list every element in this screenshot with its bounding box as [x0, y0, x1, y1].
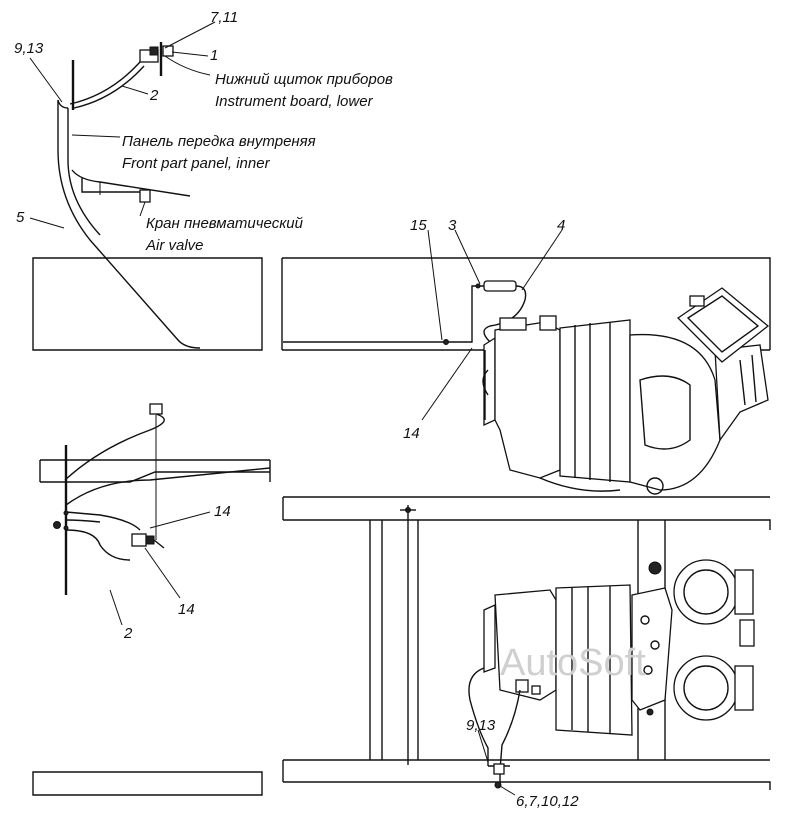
label-air-valve-ru: Кран пневматический	[146, 215, 304, 232]
callouts: 7,11 9,13 1 2 5 15 3 4 14 14 14 2 9,13 6…	[14, 9, 579, 810]
engine-side-view	[482, 287, 770, 495]
floor-mount-view	[39, 403, 271, 626]
callout-1: 1	[210, 47, 218, 64]
callout-15: 15	[410, 217, 427, 234]
callout-4: 4	[557, 217, 565, 234]
callout-6-7-10-12: 6,7,10,12	[516, 793, 579, 810]
callout-2-left: 2	[123, 625, 133, 642]
labels: Нижний щиток приборов Instrument board, …	[122, 71, 393, 254]
frame-top-view	[32, 496, 771, 796]
callout-7-11: 7,11	[210, 9, 238, 26]
engine-top-view	[468, 559, 755, 796]
callout-14-left-b: 14	[178, 601, 195, 618]
callout-14-left-a: 14	[214, 503, 231, 520]
callout-9-13-bottom: 9,13	[466, 717, 496, 734]
tube-run-side	[283, 229, 563, 421]
label-air-valve-en: Air valve	[145, 237, 204, 254]
callout-9-13-top: 9,13	[14, 40, 44, 57]
callout-3: 3	[448, 217, 457, 234]
cab-panel-view	[29, 21, 216, 349]
callout-5: 5	[16, 209, 25, 226]
label-instrument-board-ru: Нижний щиток приборов	[215, 71, 393, 88]
watermark: AutoSoft	[500, 642, 646, 684]
callout-14-mid: 14	[403, 425, 420, 442]
callout-2-top: 2	[149, 87, 159, 104]
label-front-panel-ru: Панель передка внутреняя	[122, 133, 316, 150]
label-instrument-board-en: Instrument board, lower	[215, 93, 374, 110]
label-front-panel-en: Front part panel, inner	[122, 155, 271, 172]
